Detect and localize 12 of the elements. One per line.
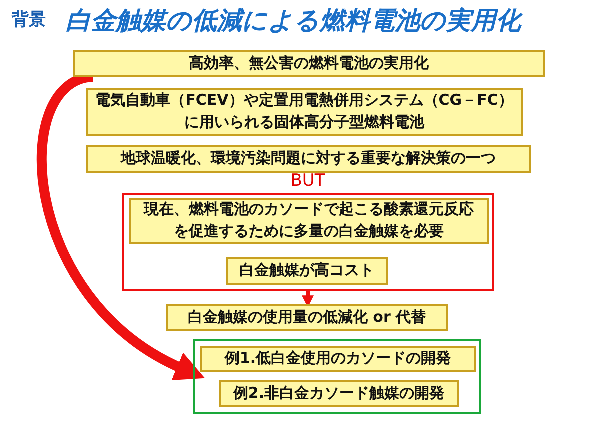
text-box: 電気自動車（FCEV）や定置用電熱併用システム（CG－FC）に用いられる固体高分子型燃料電池 [86, 88, 523, 136]
section-label: 背景 [12, 9, 46, 31]
group-frame [193, 339, 481, 414]
text-box: 現在、燃料電池のカソードで起こる酸素還元反応を促進するために多量の白金触媒を必要 [129, 198, 489, 244]
text-box: 地球温暖化、環境汚染問題に対する重要な解決策の一つ [86, 145, 531, 173]
text-box: 白金触媒の使用量の低減化 or 代替 [166, 304, 448, 331]
text-box: 高効率、無公害の燃料電池の実用化 [73, 50, 545, 77]
text-box: 例1.低白金使用のカソードの開発 [200, 346, 476, 372]
group-heading: BUT [290, 171, 326, 191]
title: 白金触媒の低減による燃料電池の実用化 [66, 5, 521, 37]
text-box: 白金触媒が高コスト [226, 257, 388, 285]
text-box: 例2.非白金カソード触媒の開発 [219, 380, 459, 407]
